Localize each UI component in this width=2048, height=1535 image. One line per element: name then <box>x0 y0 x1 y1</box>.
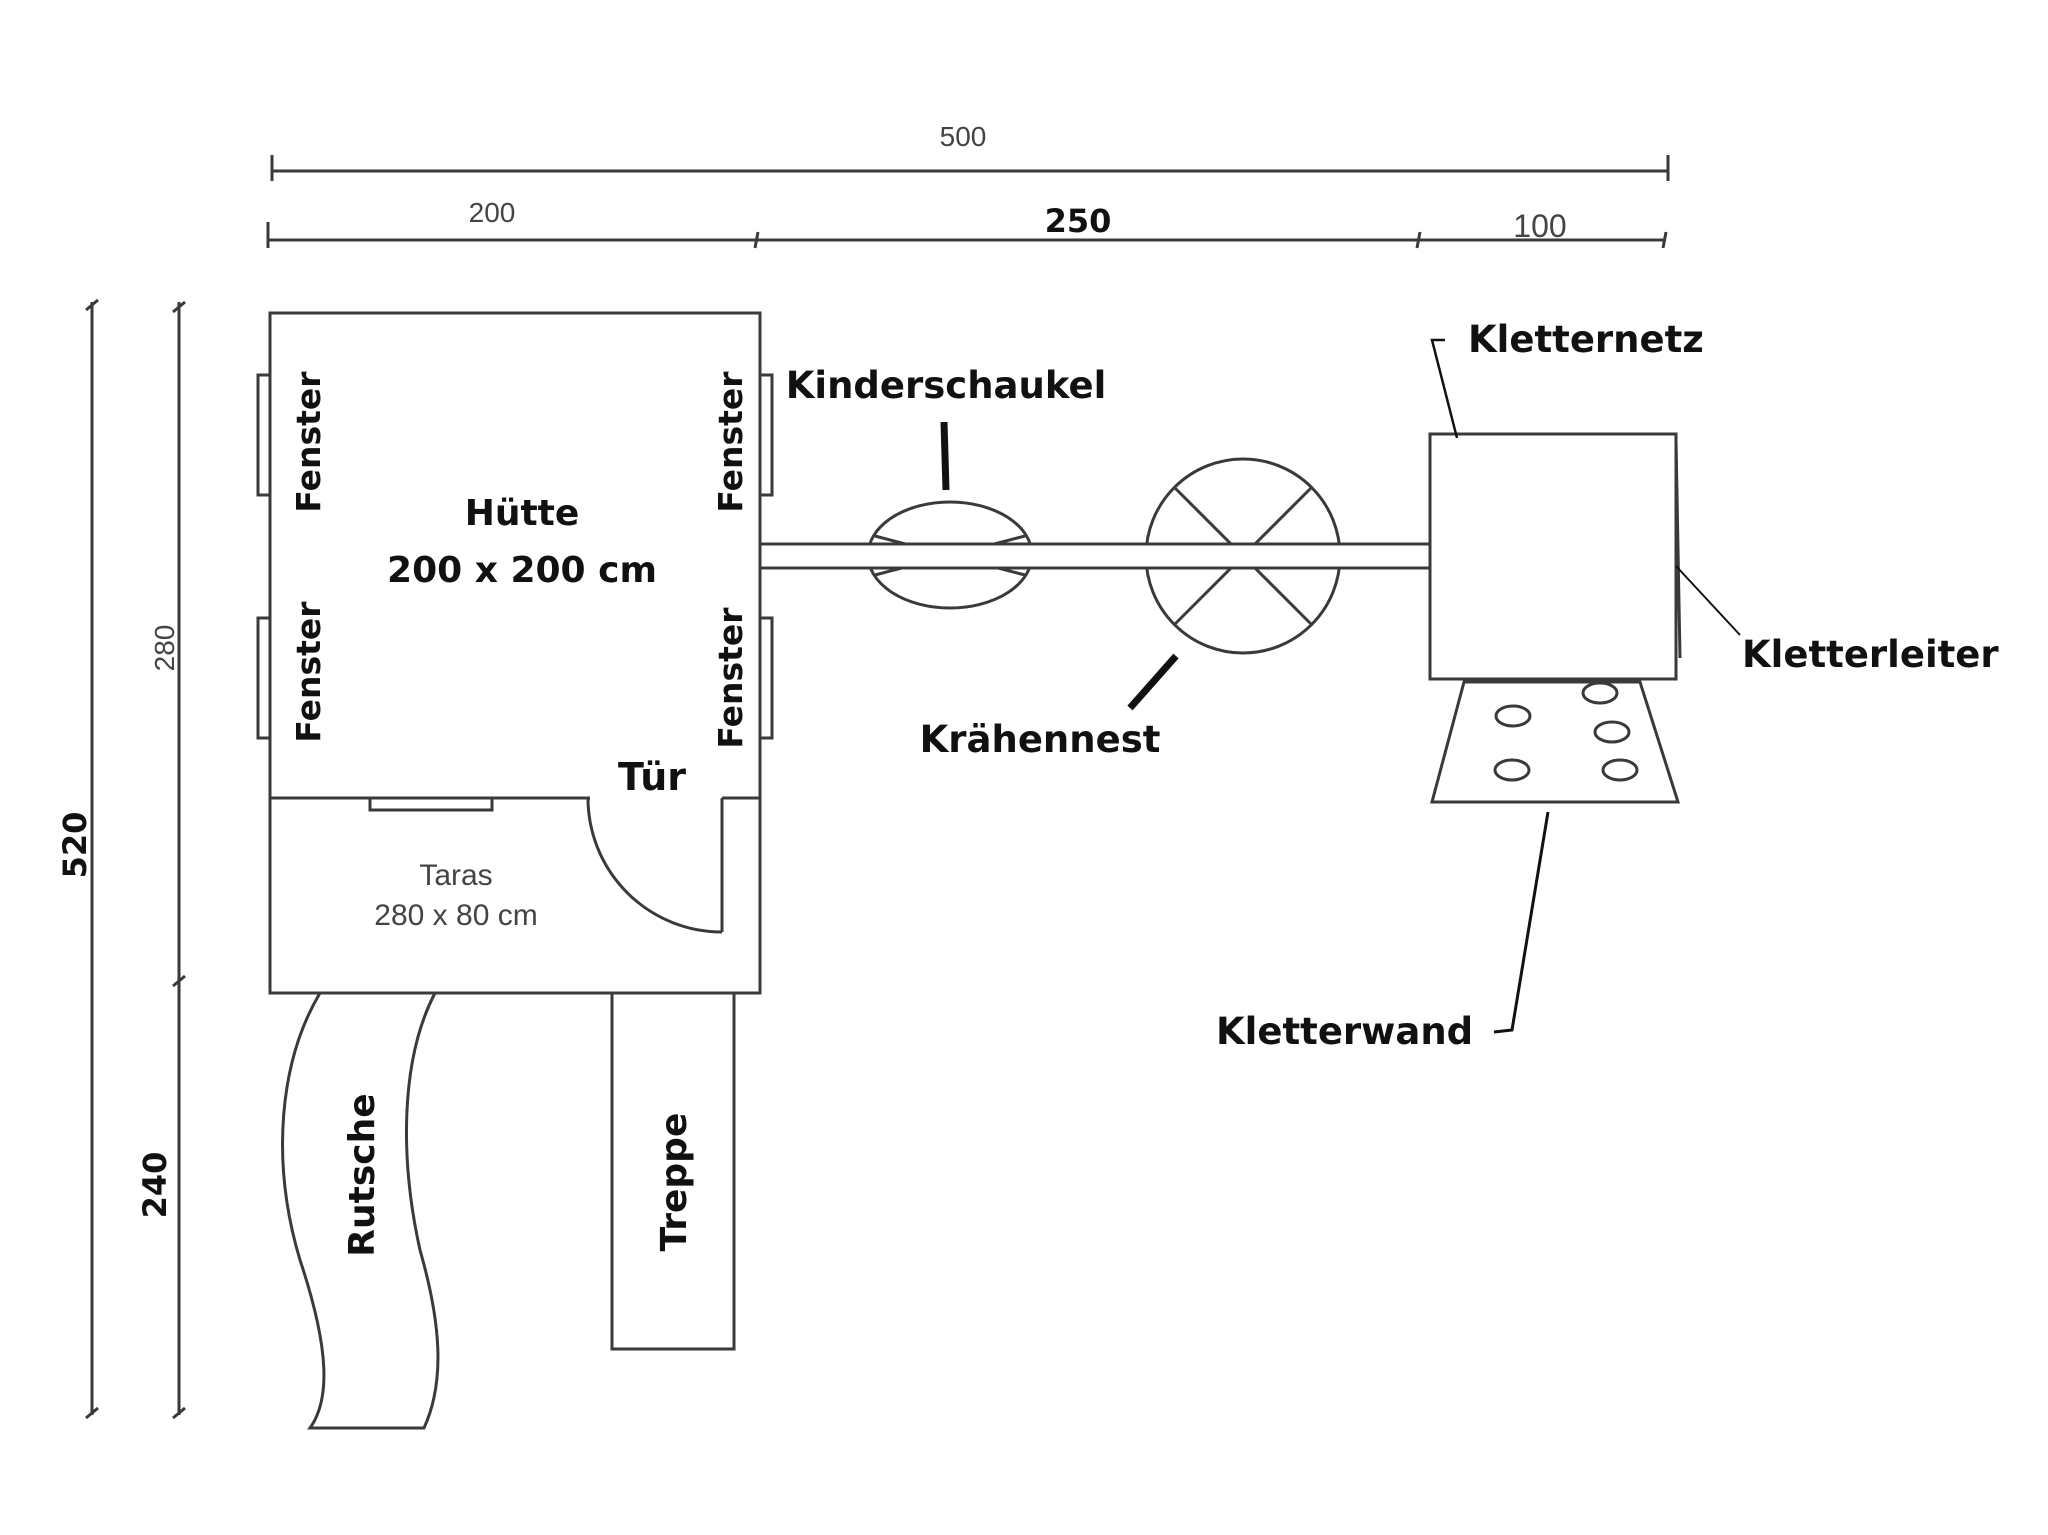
climbing-ladder-label: Kletterleiter <box>1742 633 1999 676</box>
dimension-top-segments: 200 250 100 <box>266 197 1668 249</box>
swing-leader <box>940 421 950 491</box>
climbing-net-leader <box>1430 338 1459 439</box>
hut: Fenster Fenster Fenster Fenster Hütte 20… <box>256 311 774 800</box>
stairs: Treppe <box>610 991 736 1351</box>
climbing-hold-2 <box>1581 681 1619 705</box>
hut-front-window <box>368 796 494 812</box>
window-frame-left-top <box>256 373 272 497</box>
terrace-title: Taras <box>419 859 492 892</box>
window-frame-left-bottom <box>256 616 272 740</box>
terrace: Tür Taras 280 x 80 cm <box>268 755 762 995</box>
window-frame-right-top <box>758 373 774 497</box>
stairs-label: Treppe <box>654 1113 695 1252</box>
dimension-hut-depth: 280 <box>149 625 180 672</box>
dimension-slide-depth: 240 <box>136 1152 174 1219</box>
swing-beam <box>758 542 1454 570</box>
climbing-wall <box>1430 680 1681 804</box>
terrace-size: 280 x 80 cm <box>374 899 537 932</box>
climbing-hold-4 <box>1493 758 1531 782</box>
dimension-top-total: 500 <box>270 121 1670 181</box>
dimension-hut-width: 200 <box>469 197 516 228</box>
dimension-left-segments: 280 240 <box>136 300 186 1420</box>
hut-title: Hütte <box>465 493 580 534</box>
window-label-left-top: Fenster <box>289 371 328 513</box>
dimension-left-total: 520 <box>56 298 99 1420</box>
climbing-net-label: Kletternetz <box>1468 318 1704 361</box>
swing-bar <box>758 457 1454 655</box>
climbing-hold-3 <box>1593 720 1631 744</box>
slide: Rutsche <box>281 991 440 1430</box>
swing-label: Kinderschaukel <box>786 364 1107 407</box>
dimension-bar-width: 250 <box>1045 202 1112 240</box>
hut-size: 200 x 200 cm <box>387 550 657 591</box>
window-frame-right-bottom <box>758 616 774 740</box>
climbing-ladder-leader <box>1675 565 1741 636</box>
dimension-total-depth: 520 <box>56 812 94 879</box>
dimension-total-width: 500 <box>940 121 987 152</box>
climbing-hold-5 <box>1601 758 1639 782</box>
window-label-right-bottom: Fenster <box>711 607 750 749</box>
crows-nest-label: Krähennest <box>920 718 1161 761</box>
door-swing-arc <box>586 797 723 934</box>
crows-nest-leader <box>1127 653 1179 711</box>
climbing-tower <box>1428 432 1682 681</box>
window-label-right-top: Fenster <box>711 371 750 513</box>
climbing-hold-1 <box>1494 704 1532 728</box>
window-label-left-bottom: Fenster <box>289 601 328 743</box>
slide-label: Rutsche <box>342 1093 383 1256</box>
climbing-wall-label: Kletterwand <box>1216 1010 1473 1053</box>
door-label: Tür <box>618 755 686 799</box>
dimension-tower-width: 100 <box>1513 208 1566 244</box>
climbing-wall-leader <box>1493 811 1550 1034</box>
